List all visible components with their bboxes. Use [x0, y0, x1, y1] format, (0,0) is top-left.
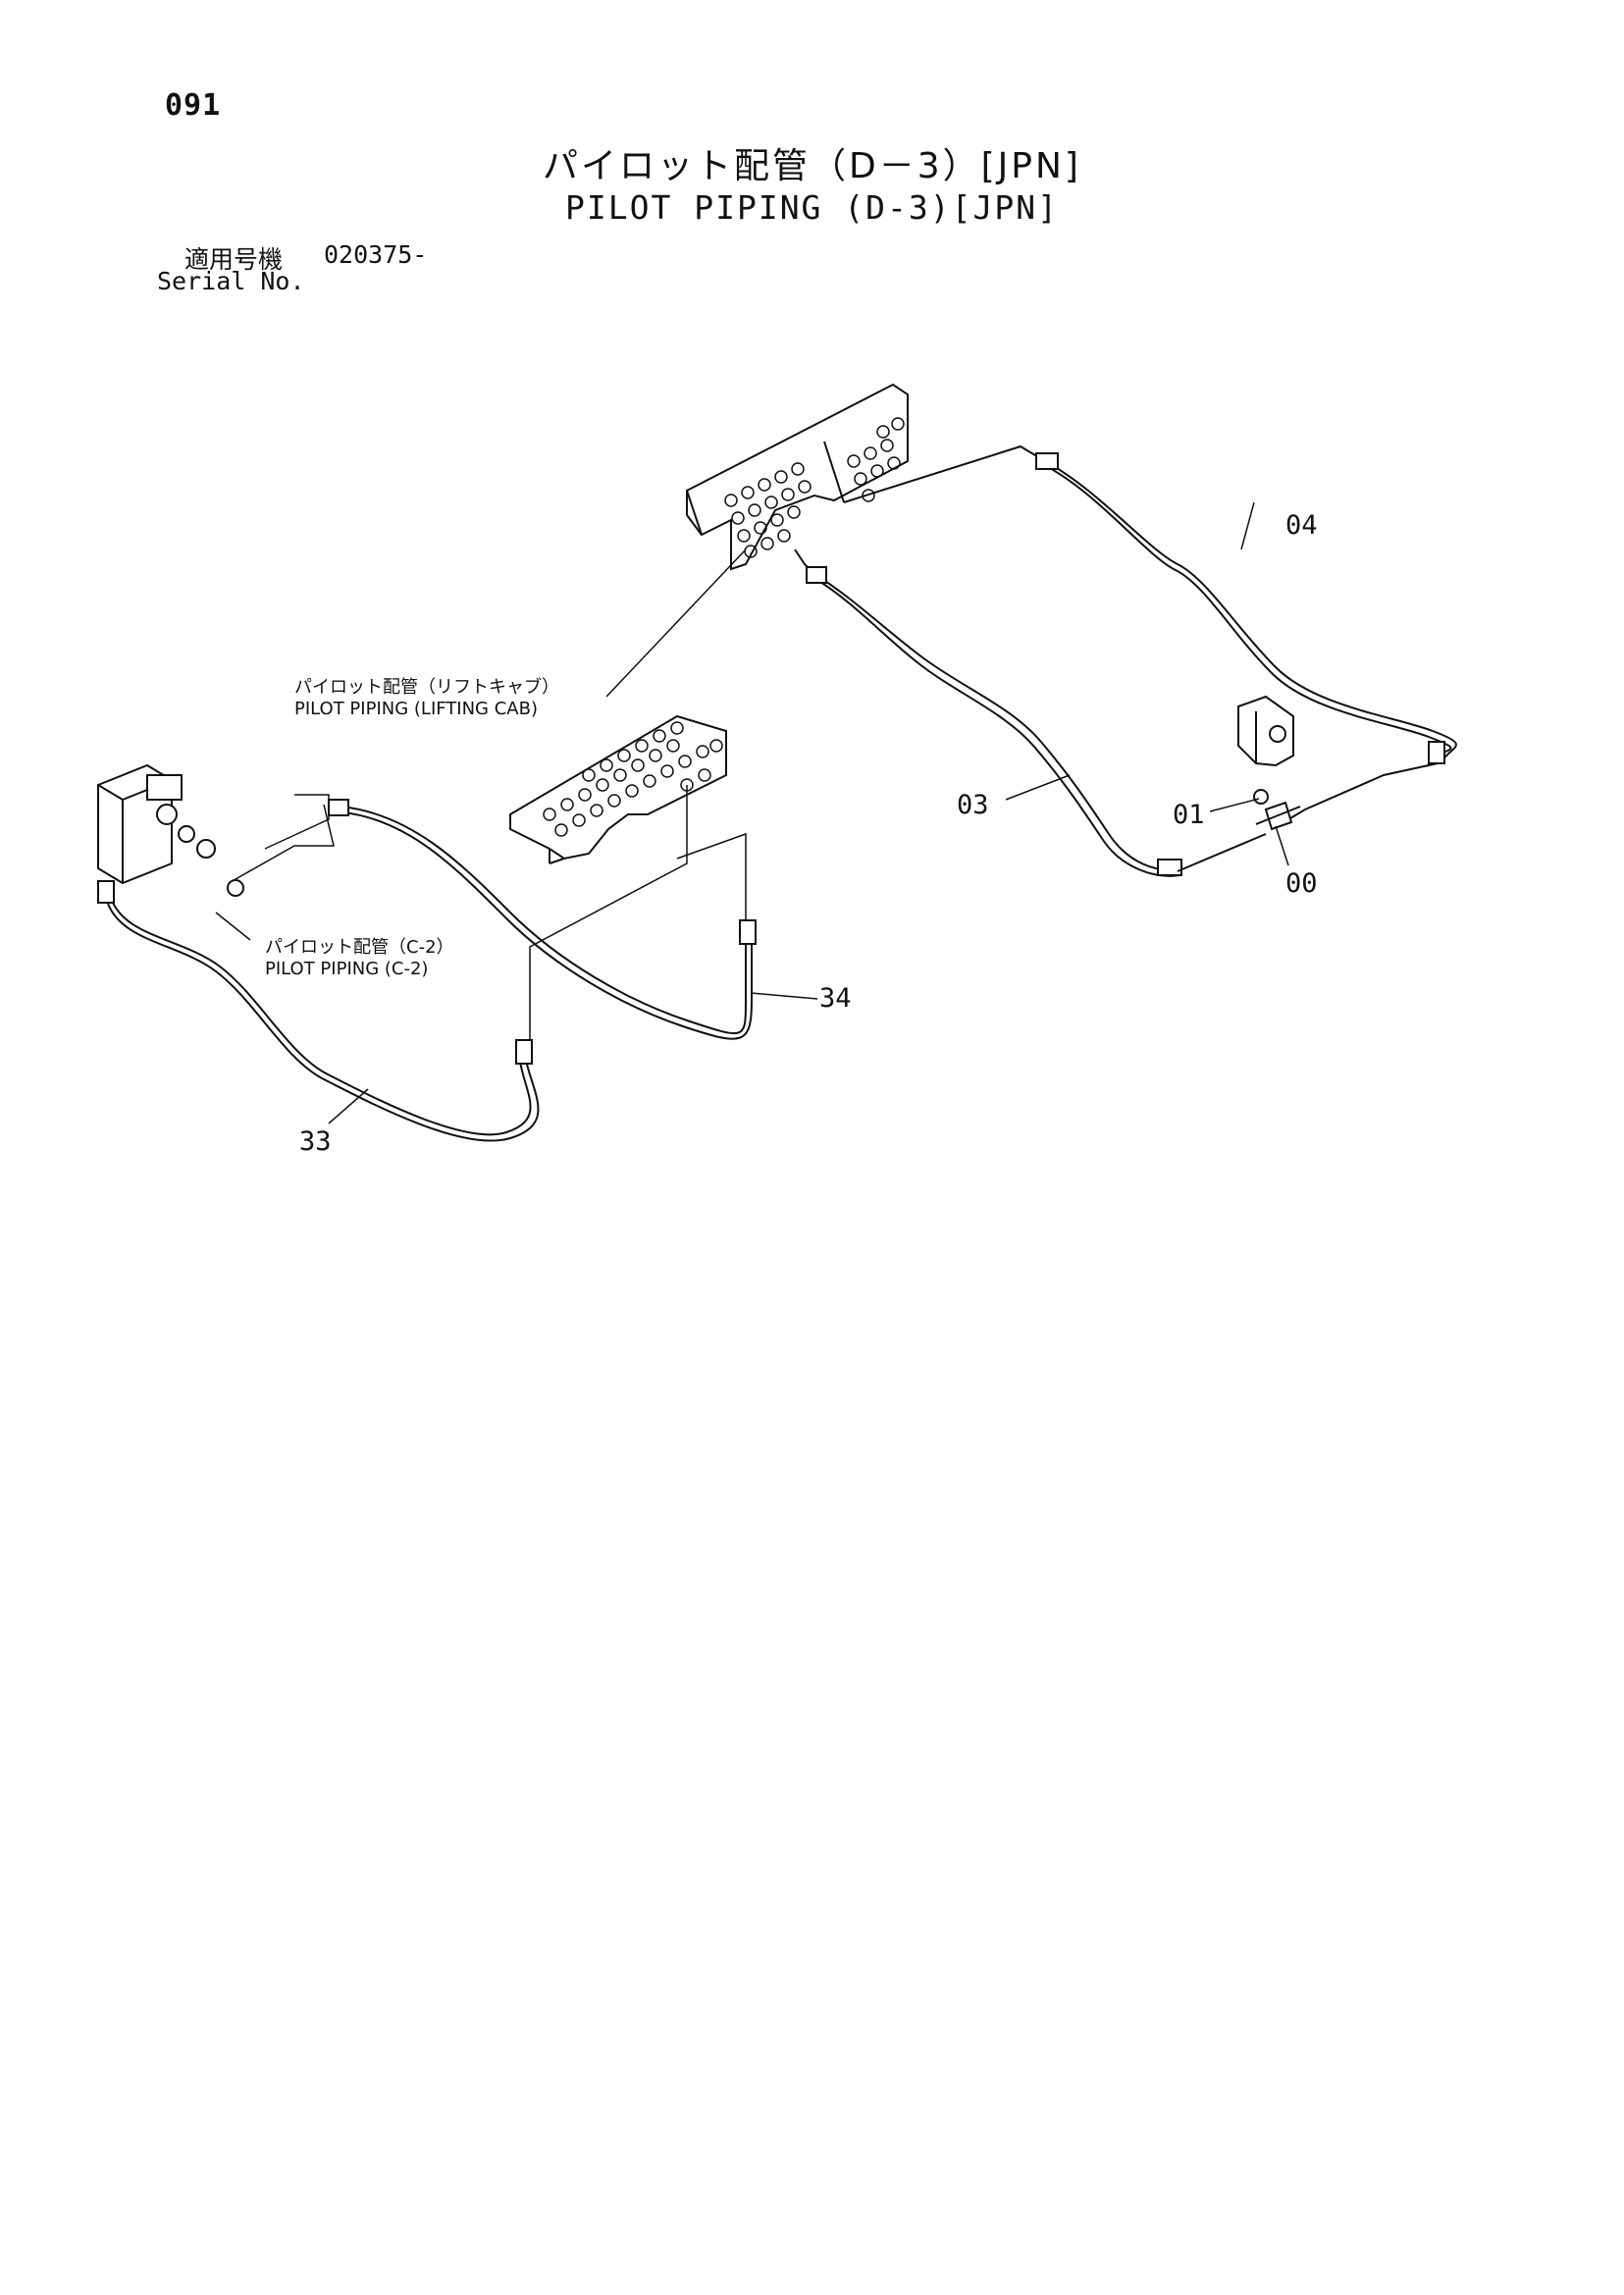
left-valve-block: [97, 763, 244, 897]
tee-fitting-bracket: [1237, 695, 1301, 831]
page-number: 091: [165, 88, 222, 123]
callout-part-34: 34: [819, 983, 852, 1014]
page-title-japanese: パイロット配管（D－3）[JPN]: [543, 146, 1081, 186]
serial-number-value: 020375-: [324, 240, 428, 269]
hose-34: [328, 799, 757, 1040]
annotation-c2: パイロット配管（C-2） PILOT PIPING (C-2): [265, 937, 454, 980]
lower-manifold-fittings: [543, 721, 723, 837]
annotation-lifting-cab: パイロット配管（リフトキャブ） PILOT PIPING (LIFTING CA…: [294, 677, 559, 720]
callout-part-03: 03: [957, 790, 989, 820]
annotation-c2-en: PILOT PIPING (C-2): [265, 959, 429, 979]
hose-04: [843, 444, 1457, 825]
annotation-c2-ja: パイロット配管（C-2）: [265, 937, 454, 958]
callout-part-04: 04: [1285, 510, 1318, 541]
annotation-lifting-cab-ja: パイロット配管（リフトキャブ）: [294, 677, 559, 698]
serial-label-english: Serial No.: [157, 267, 305, 295]
hose-33: [97, 880, 540, 1142]
callout-leaders: [328, 501, 1289, 1124]
callout-part-33: 33: [299, 1126, 332, 1157]
hose-03: [794, 548, 1267, 877]
lower-manifold-bracket: [509, 714, 727, 864]
annotation-lifting-cab-en: PILOT PIPING (LIFTING CAB): [294, 699, 538, 719]
hose-routing-lines: [529, 785, 747, 1040]
callout-part-00: 00: [1285, 868, 1318, 899]
serial-label-japanese: 適用号機: [184, 245, 284, 274]
callout-part-01: 01: [1173, 800, 1205, 830]
upper-manifold-fittings: [724, 417, 905, 558]
page-title-english: PILOT PIPING (D-3)[JPN]: [565, 188, 1059, 227]
